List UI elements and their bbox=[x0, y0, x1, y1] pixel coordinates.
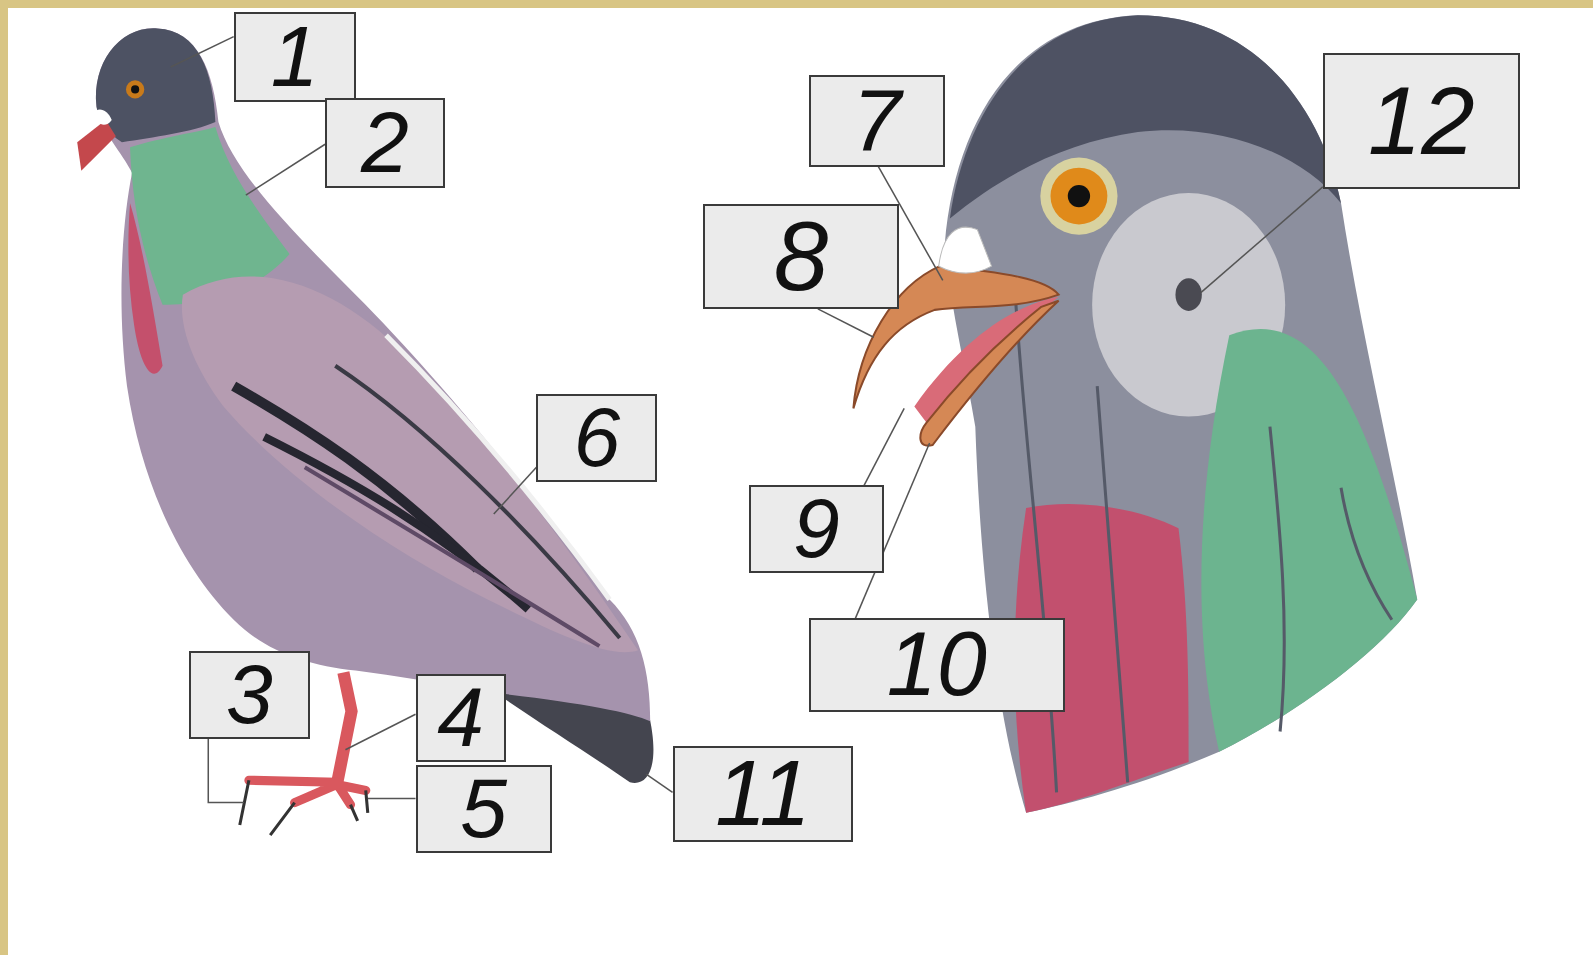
callout-number: 3 bbox=[226, 655, 273, 735]
leader-line bbox=[246, 144, 325, 195]
callout-box: 11 bbox=[673, 746, 854, 841]
callout-number: 11 bbox=[715, 750, 811, 837]
pigeon-toes bbox=[249, 780, 366, 804]
callout-box: 10 bbox=[809, 618, 1065, 712]
pigeon-pupil bbox=[131, 85, 139, 93]
leader-line bbox=[171, 37, 234, 67]
callout-box: 2 bbox=[325, 98, 445, 188]
eye-ring bbox=[1040, 157, 1117, 234]
callout-box: 1 bbox=[234, 12, 356, 102]
lower-beak bbox=[920, 301, 1058, 446]
pigeon-beak bbox=[77, 120, 116, 171]
pigeon-leg bbox=[337, 673, 351, 783]
callout-box: 5 bbox=[416, 765, 552, 853]
wing-feather bbox=[305, 467, 600, 646]
callout-box: 7 bbox=[809, 75, 945, 167]
callout-box: 4 bbox=[416, 674, 506, 762]
callout-box: 12 bbox=[1323, 53, 1520, 189]
callout-number: 6 bbox=[573, 398, 620, 478]
callout-number: 7 bbox=[852, 79, 901, 163]
callout-number: 10 bbox=[887, 622, 987, 708]
callout-box: 3 bbox=[189, 651, 310, 739]
callout-number: 9 bbox=[793, 489, 840, 569]
head-crown bbox=[950, 15, 1341, 218]
eye-iris bbox=[1050, 168, 1107, 225]
breast-pink bbox=[128, 203, 162, 374]
callout-number: 2 bbox=[361, 102, 409, 184]
feather-lines bbox=[1016, 305, 1392, 793]
beak-cere bbox=[939, 227, 992, 273]
callout-number: 1 bbox=[271, 16, 319, 98]
callout-box: 9 bbox=[749, 485, 884, 573]
leader-line bbox=[345, 714, 415, 750]
callout-number: 5 bbox=[460, 769, 507, 849]
leader-line bbox=[368, 798, 416, 800]
wing-feather bbox=[335, 366, 619, 638]
leader-line bbox=[1201, 187, 1323, 293]
callout-box: 6 bbox=[536, 394, 657, 482]
pigeon-cere bbox=[93, 109, 111, 124]
pigeon-eye bbox=[126, 80, 144, 98]
leader-line bbox=[646, 774, 672, 792]
callout-number: 8 bbox=[774, 210, 829, 303]
callout-number: 4 bbox=[437, 678, 484, 758]
ear-opening bbox=[1175, 278, 1201, 311]
neck-green bbox=[1201, 329, 1417, 752]
callout-number: 12 bbox=[1368, 75, 1475, 166]
eye-pupil bbox=[1068, 185, 1090, 207]
callout-box: 8 bbox=[703, 204, 899, 309]
leader-line bbox=[818, 309, 874, 337]
pigeon-head-dark bbox=[96, 28, 215, 142]
leader-lines bbox=[171, 37, 1323, 803]
pigeon-claws bbox=[240, 780, 368, 835]
leader-line bbox=[494, 467, 537, 514]
pigeon-body bbox=[96, 28, 650, 721]
